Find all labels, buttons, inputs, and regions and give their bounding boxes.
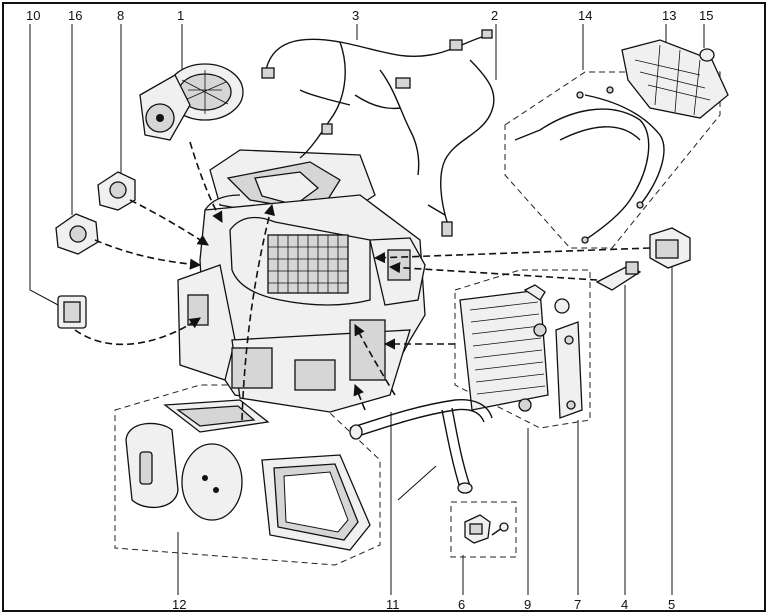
sensor-part-4 bbox=[595, 261, 642, 291]
callout-6: 6 bbox=[458, 597, 465, 612]
callout-16: 16 bbox=[68, 8, 82, 23]
group-box-6 bbox=[450, 501, 517, 558]
callout-4: 4 bbox=[621, 597, 628, 612]
callout-11: 11 bbox=[386, 597, 400, 612]
callout-13: 13 bbox=[662, 8, 676, 23]
knob-part-15 bbox=[699, 48, 715, 62]
group-box-12 bbox=[114, 384, 381, 566]
callout-7: 7 bbox=[574, 597, 581, 612]
callout-3: 3 bbox=[352, 8, 359, 23]
leader-lines bbox=[29, 24, 705, 595]
callout-5: 5 bbox=[668, 597, 675, 612]
blower-fan-part-1 bbox=[139, 63, 244, 141]
group-box-9-7 bbox=[454, 269, 591, 429]
callout-8: 8 bbox=[117, 8, 124, 23]
drain-pipe-part-11 bbox=[349, 398, 493, 494]
callout-9: 9 bbox=[524, 597, 531, 612]
callout-1: 1 bbox=[177, 8, 184, 23]
expansion-valve-part-10 bbox=[57, 295, 87, 329]
control-cables-part-14 bbox=[514, 86, 665, 244]
hvac-housing bbox=[177, 149, 426, 413]
clip-part-6 bbox=[464, 514, 509, 544]
callout-15: 15 bbox=[699, 8, 713, 23]
pipe-bracket-part-7 bbox=[555, 321, 583, 419]
evaporator-part-9 bbox=[459, 284, 570, 412]
callout-2: 2 bbox=[491, 8, 498, 23]
callout-10: 10 bbox=[26, 8, 40, 23]
callout-14: 14 bbox=[578, 8, 592, 23]
actuator-part-16 bbox=[55, 213, 99, 255]
callout-12: 12 bbox=[172, 597, 186, 612]
filters-part-12 bbox=[125, 399, 371, 551]
blower-resistor-part-5 bbox=[649, 227, 691, 269]
actuator-part-8 bbox=[97, 171, 136, 211]
assembly-arrows bbox=[74, 141, 651, 421]
wiring-harness-part-2 bbox=[427, 59, 495, 237]
wiring-harness-part-3 bbox=[261, 29, 493, 176]
